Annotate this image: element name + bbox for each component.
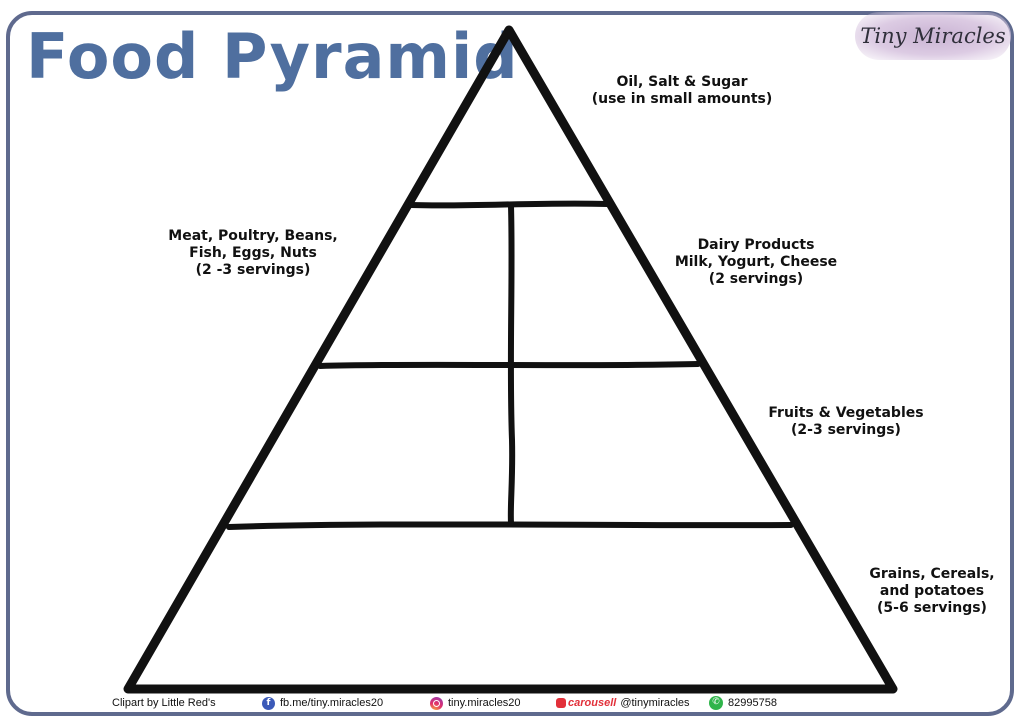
tier-divider-3 [226,521,794,530]
tier-label-fruits-vegetables: Fruits & Vegetables (2-3 servings) [746,405,946,439]
page-title: Food Pyramid [26,20,519,93]
label-line: (2 servings) [708,271,804,287]
label-line: Meat, Poultry, Beans, [168,228,338,244]
label-line: Milk, Yogurt, Cheese [674,254,838,270]
label-line: Grains, Cereals, [869,566,995,582]
tier-divider-1 [408,200,610,209]
carousell-link-text: @tinymiracles [620,697,690,709]
brand-badge: Tiny Miracles [855,12,1011,60]
footer-credit: Clipart by Little Red's [112,690,216,716]
whatsapp-icon: ✆ [709,696,723,710]
tier-label-meat-poultry: Meat, Poultry, Beans, Fish, Eggs, Nuts (… [148,228,358,279]
tier-label-grains: Grains, Cereals, and potatoes (5-6 servi… [852,566,1012,617]
pyramid-outline [123,25,898,694]
label-line: and potatoes [879,583,985,599]
facebook-link-text: fb.me/tiny.miracles20 [280,697,384,709]
label-line: Fruits & Vegetables [768,405,924,421]
footer-whatsapp[interactable]: ✆ 82995758 [709,690,777,716]
label-line: (2-3 servings) [791,422,901,438]
footer-instagram[interactable]: tiny.miracles20 [430,690,521,716]
footer-facebook[interactable]: f fb.me/tiny.miracles20 [262,690,383,716]
label-line: Dairy Products [697,237,815,253]
footer-carousell[interactable]: carousell @tinymiracles [556,690,690,716]
label-line: (5-6 servings) [877,600,987,616]
instagram-link-text: tiny.miracles20 [448,697,521,709]
label-line: (use in small amounts) [591,91,773,107]
brand-name: Tiny Miracles [860,24,1006,48]
label-line: (2 -3 servings) [195,262,311,278]
tier-label-oil-salt-sugar: Oil, Salt & Sugar (use in small amounts) [572,74,792,108]
label-line: Fish, Eggs, Nuts [189,245,317,261]
tier-divider-2 [317,361,701,369]
tier-vertical-divider [507,203,516,526]
credit-text: Clipart by Little Red's [112,697,216,709]
tier-label-dairy: Dairy Products Milk, Yogurt, Cheese (2 s… [656,237,856,288]
whatsapp-number: 82995758 [728,697,777,709]
instagram-icon [430,696,443,710]
label-line: Oil, Salt & Sugar [616,74,748,90]
carousell-brand: carousell [568,697,617,709]
carousell-icon [556,698,566,708]
facebook-icon: f [262,696,275,710]
